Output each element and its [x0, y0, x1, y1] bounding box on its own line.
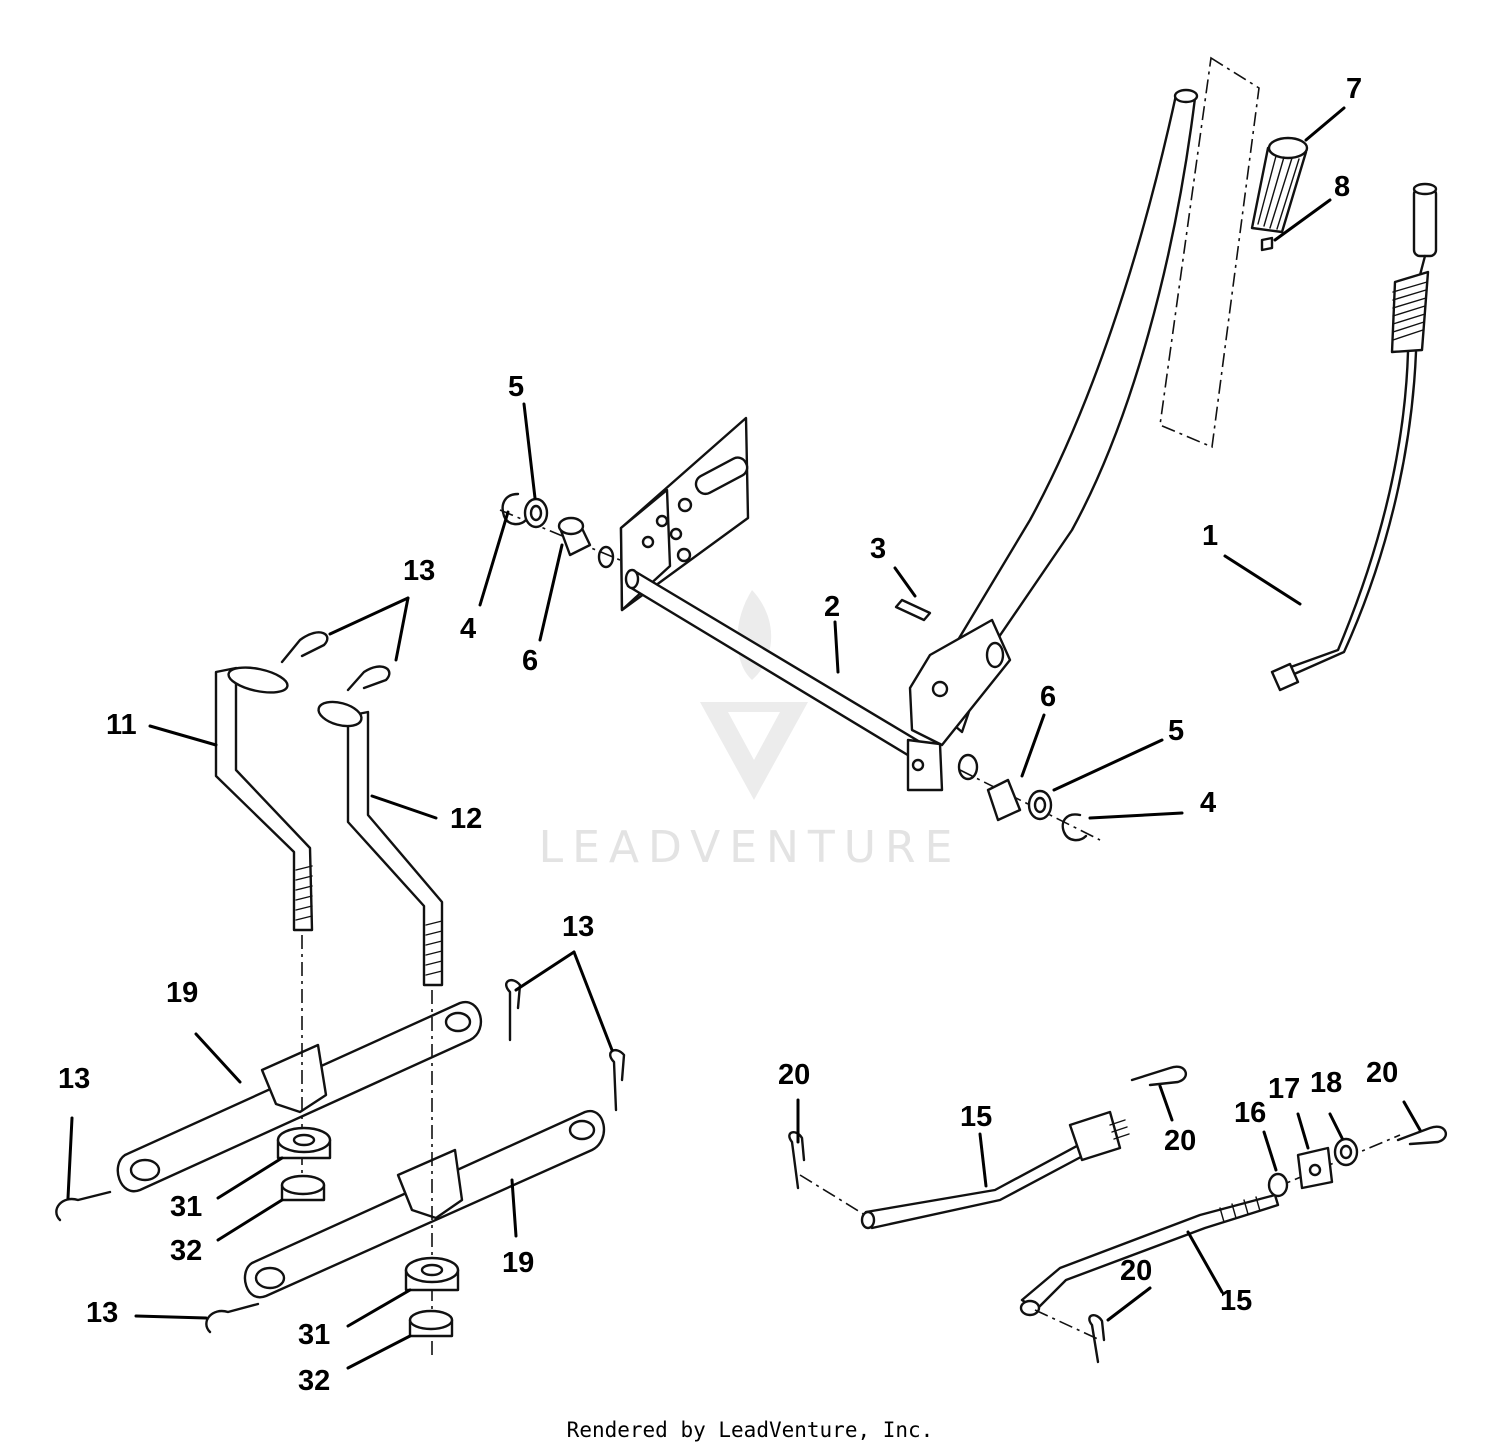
part-31-32-lower [404, 1256, 460, 1338]
callout-20: 20 [1366, 1057, 1398, 1089]
callout-16: 16 [1234, 1097, 1266, 1129]
callout-4: 4 [460, 613, 476, 645]
part-19-lift-arm-upper [116, 1000, 482, 1193]
callout-18: 18 [1310, 1067, 1342, 1099]
callout-1: 1 [1202, 520, 1218, 552]
callout-11: 11 [106, 709, 137, 741]
parts-16-17-18-fittings [1267, 1134, 1401, 1198]
part-3-roll-pin [894, 598, 932, 622]
callout-20: 20 [1120, 1255, 1152, 1287]
part-2-lift-shaft-lever [597, 88, 1199, 792]
parts-4-5-6-right [959, 769, 1101, 842]
part-15-adjust-rod-lower [1019, 1193, 1280, 1341]
callout-5: 5 [1168, 715, 1184, 747]
part-15-adjust-rod-upper [799, 1110, 1130, 1230]
callout-13: 13 [562, 911, 594, 943]
callout-19: 19 [502, 1247, 534, 1279]
callout-19: 19 [166, 977, 198, 1009]
part-19-lift-arm-lower [243, 1109, 606, 1299]
part-7-handle-grip [1159, 56, 1309, 449]
part-20-hair-pins [788, 1065, 1448, 1364]
footer-credit: Rendered by LeadVenture, Inc. [566, 1418, 934, 1442]
callout-3: 3 [870, 533, 886, 565]
callout-4: 4 [1200, 787, 1216, 819]
callout-31: 31 [298, 1319, 330, 1351]
callout-8: 8 [1334, 171, 1350, 203]
part-12-lift-link [317, 700, 444, 987]
callouts: 1 2 3 4 4 5 5 6 6 7 8 11 12 13 13 13 13 … [58, 73, 1398, 1397]
leader-lines [66, 106, 1422, 1370]
part-31-32-upper [276, 1126, 332, 1202]
callout-7: 7 [1346, 73, 1362, 105]
callout-17: 17 [1268, 1073, 1300, 1105]
callout-15: 15 [960, 1101, 992, 1133]
part-11-lift-link [214, 666, 314, 932]
callout-32: 32 [298, 1365, 330, 1397]
watermark-text: LEADVENTURE [539, 822, 962, 873]
callout-20: 20 [1164, 1125, 1196, 1157]
callout-32: 32 [170, 1235, 202, 1267]
callout-13: 13 [403, 555, 435, 587]
callout-6: 6 [522, 645, 538, 677]
callout-13: 13 [86, 1297, 118, 1329]
callout-12: 12 [450, 803, 482, 835]
callout-13: 13 [58, 1063, 90, 1095]
callout-15: 15 [1220, 1285, 1252, 1317]
callout-31: 31 [170, 1191, 202, 1223]
callout-6: 6 [1040, 681, 1056, 713]
parts-4-5-6-left [499, 492, 621, 561]
callout-2: 2 [824, 591, 840, 623]
part-1-lift-cable [1270, 182, 1438, 692]
callout-5: 5 [508, 371, 524, 403]
callout-20: 20 [778, 1059, 810, 1091]
